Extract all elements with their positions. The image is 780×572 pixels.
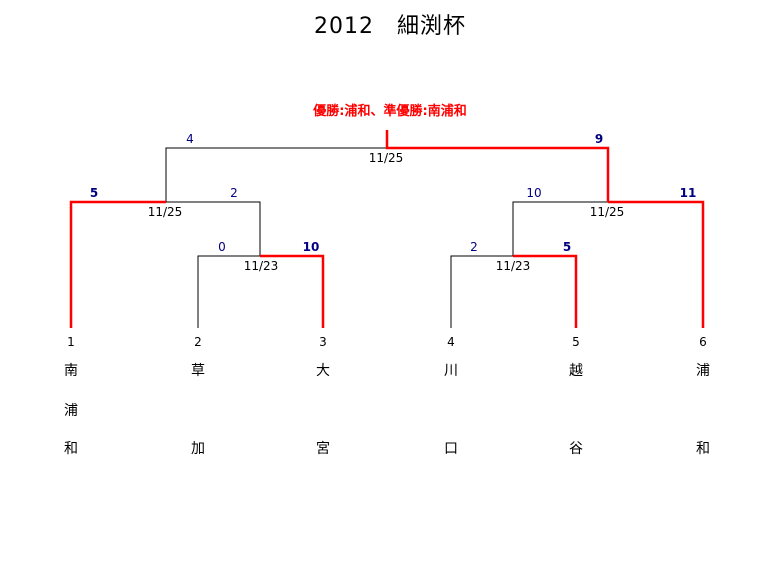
team-name-char: 谷 [569, 441, 583, 457]
team-name-char: 草 [191, 363, 205, 379]
team-seed: 3 [319, 335, 327, 349]
team-seed: 2 [194, 335, 202, 349]
team-seed: 6 [699, 335, 707, 349]
tournament-title: 2012 細渕杯 [314, 14, 466, 39]
score-sf-left-left: 5 [90, 186, 98, 200]
team-name-char: 浦 [64, 403, 78, 419]
path-team5 [513, 254, 578, 328]
team-name-char: 浦 [696, 363, 710, 379]
bracket-line-sf-left-loser [166, 201, 261, 256]
bracket-line-team2 [197, 255, 260, 328]
score-sf-right-right: 11 [680, 186, 697, 200]
team-name-char: 越 [569, 363, 583, 379]
path-team1 [69, 200, 166, 328]
date-sf-right: 11/25 [590, 205, 625, 219]
bracket-line-final-loser [165, 147, 387, 202]
score-r1-left-left: 0 [218, 240, 226, 254]
score-final-right: 9 [595, 132, 603, 146]
score-final-left: 4 [186, 132, 194, 146]
team-name-char: 和 [64, 441, 78, 457]
team-seed: 4 [447, 335, 455, 349]
team-name-char: 口 [444, 441, 458, 457]
team-name-char: 大 [316, 363, 330, 379]
winning-path [69, 130, 705, 328]
date-sf-left: 11/25 [148, 205, 183, 219]
team-name-char: 南 [64, 363, 78, 379]
score-r1-right-right: 5 [563, 240, 571, 254]
bracket-line-sf-right-loser [512, 201, 608, 256]
path-team3 [260, 254, 325, 328]
score-sf-left-right: 2 [230, 186, 238, 200]
date-final: 11/25 [369, 151, 404, 165]
date-r1-left: 11/23 [244, 259, 279, 273]
bracket-line-team4 [450, 255, 513, 328]
team-name-char: 和 [696, 441, 710, 457]
score-sf-right-left: 10 [526, 186, 541, 200]
bracket-lines [165, 147, 608, 328]
team-name-char: 川 [444, 363, 458, 379]
date-r1-right: 11/23 [496, 259, 531, 273]
team-seed: 5 [572, 335, 580, 349]
team-name-char: 加 [191, 441, 205, 457]
team-seed: 1 [67, 335, 75, 349]
team-name-char: 宮 [316, 441, 330, 457]
score-r1-right-left: 2 [470, 240, 478, 254]
champion-result: 優勝:浦和、準優勝:南浦和 [313, 104, 467, 119]
path-final-winner [385, 130, 610, 202]
score-r1-left-right: 10 [303, 240, 320, 254]
path-team6 [608, 200, 705, 328]
